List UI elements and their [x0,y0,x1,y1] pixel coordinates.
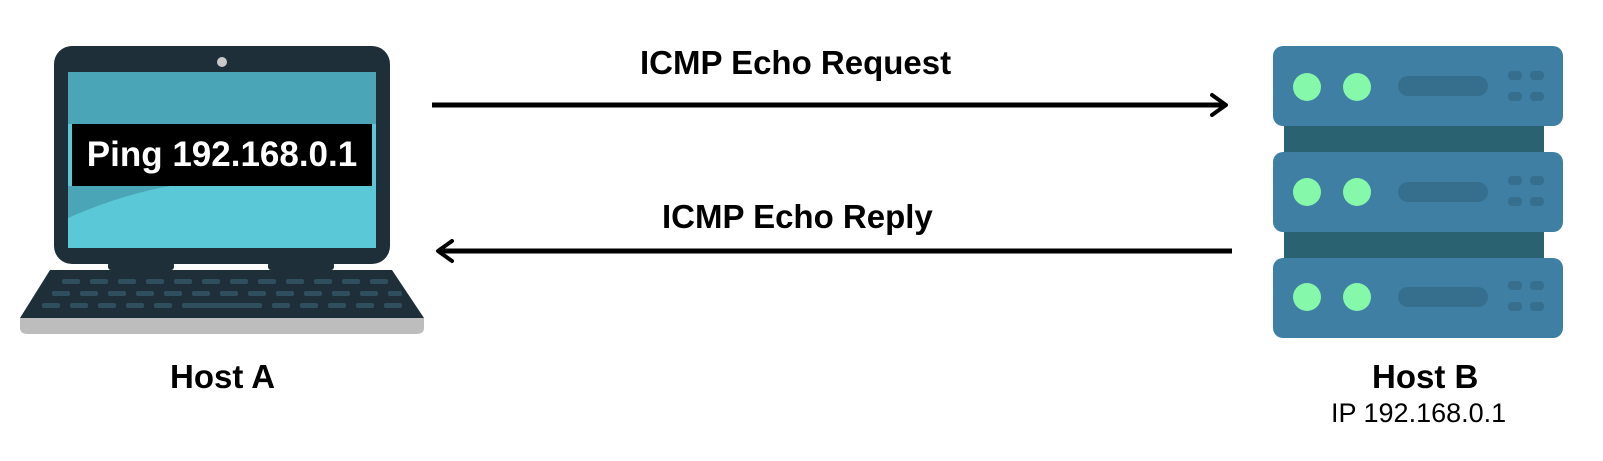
laptop-screen-command: Ping 192.168.0.1 [72,124,372,186]
host-b-label: Host B [1372,358,1479,395]
host-a-label: Host A [170,358,276,395]
echo-request-label: ICMP Echo Request [640,44,952,81]
echo-reply-label: ICMP Echo Reply [662,198,933,235]
host-b-ip: IP 192.168.0.1 [1331,398,1507,428]
server-icon [1273,46,1563,338]
laptop-icon [20,46,424,334]
